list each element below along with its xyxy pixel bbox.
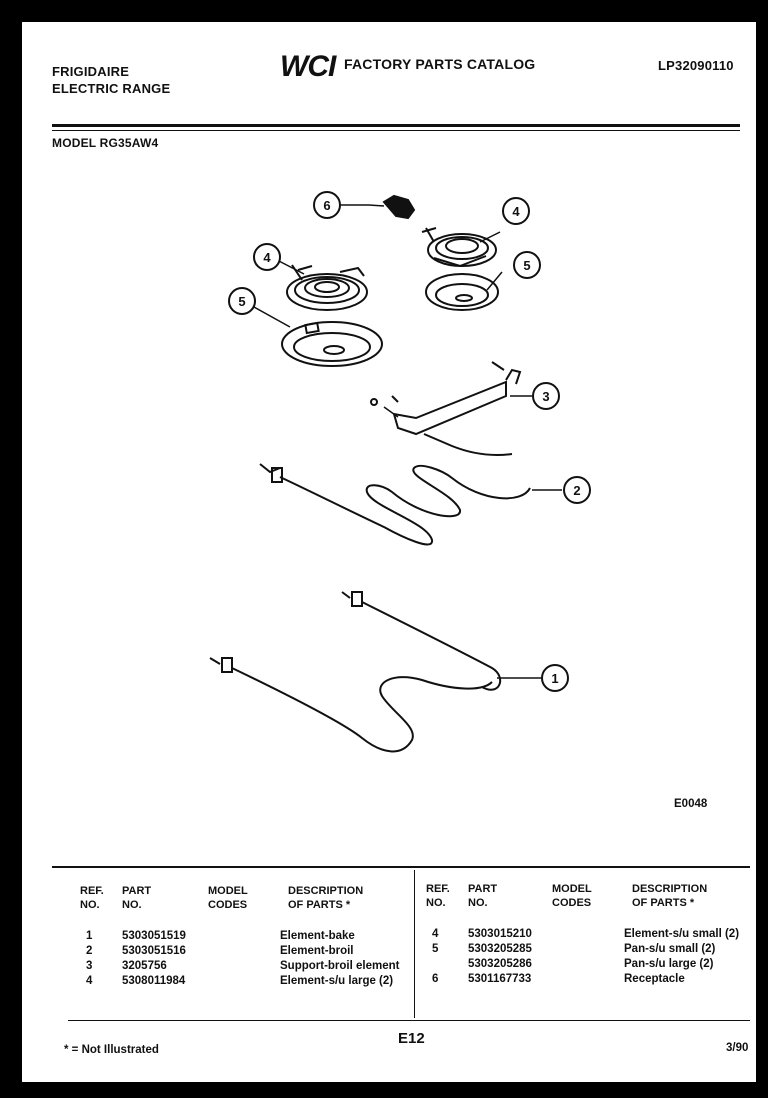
row-part: 5303051519 [122, 930, 186, 942]
row-desc: Support-broil element [280, 960, 400, 972]
callout-4-left: 4 [263, 250, 271, 265]
page-number: E12 [398, 1030, 425, 1047]
surface-element-small [421, 227, 497, 268]
row-ref: 3 [86, 960, 93, 972]
bake-element [209, 591, 502, 753]
row-part: 5303051516 [122, 945, 186, 957]
callout-5-left: 5 [238, 294, 245, 309]
model-label: MODEL RG35AW4 [52, 136, 159, 150]
header-part-no-right: PART NO. [468, 883, 498, 909]
callout-3: 3 [542, 389, 549, 404]
row-ref: 1 [86, 930, 93, 942]
leader-lines [253, 204, 562, 679]
callout-4-right: 4 [512, 204, 520, 219]
row-desc: Pan-s/u large (2) [624, 958, 714, 970]
row-desc: Element-s/u small (2) [624, 928, 740, 940]
brand-name: FRIGIDAIRE [52, 64, 130, 79]
surface-element-large [286, 264, 368, 311]
footnote: * = Not Illustrated [64, 1044, 159, 1056]
row-desc: Element-bake [280, 930, 355, 942]
header-description: DESCRIPTION OF PARTS * [288, 885, 364, 911]
row-desc: Pan-s/u small (2) [624, 943, 716, 955]
header-ref-no-right: REF. NO. [426, 883, 450, 909]
header-model-codes-right: MODEL CODES [552, 883, 592, 909]
exploded-parts-diagram: 6 4 5 4 5 3 2 1 [209, 191, 591, 753]
callout-circles [228, 191, 591, 692]
callout-1: 1 [551, 671, 558, 686]
catalog-title: FACTORY PARTS CATALOG [344, 56, 536, 72]
broil-element [259, 463, 531, 546]
row-ref: 2 [86, 945, 93, 957]
callout-6: 6 [323, 198, 330, 213]
callout-5-right: 5 [523, 258, 530, 273]
row-ref: 4 [86, 975, 93, 987]
table-top-rule [52, 866, 750, 868]
catalog-page: FRIGIDAIRE ELECTRIC RANGE WCI FACTORY PA… [22, 22, 756, 1082]
table-divider [414, 870, 415, 1018]
drip-pan-small [425, 273, 499, 311]
row-part: 5301167733 [468, 973, 532, 985]
row-part: 5308011984 [122, 975, 186, 987]
row-ref: 4 [432, 928, 439, 940]
callout-2: 2 [573, 483, 580, 498]
header-part-no: PART NO. [122, 885, 152, 911]
drip-pan-large [281, 321, 383, 367]
header-rule-thin [52, 130, 740, 131]
callout-numbers: 6 4 5 4 5 3 2 1 [238, 198, 580, 686]
header-ref-no: REF. NO. [80, 885, 104, 911]
diagram-code: E0048 [674, 798, 708, 810]
row-desc: Element-s/u large (2) [280, 975, 394, 987]
header-description-right: DESCRIPTION OF PARTS * [632, 883, 708, 909]
header-model-codes: MODEL CODES [208, 885, 248, 911]
product-type: ELECTRIC RANGE [52, 81, 171, 96]
catalog-number: LP32090110 [658, 58, 734, 73]
footer-rule [68, 1020, 750, 1021]
row-ref: 5 [432, 943, 439, 955]
row-part: 5303015210 [468, 928, 532, 940]
row-part: 5303205286 [468, 958, 532, 970]
receptacle-part [368, 194, 416, 220]
wci-logo: WCI [280, 50, 336, 83]
row-ref: 6 [432, 973, 439, 985]
row-desc: Element-broil [280, 945, 354, 957]
header-rule [52, 124, 740, 127]
broil-support-bracket [370, 361, 522, 456]
revision-date: 3/90 [726, 1042, 749, 1054]
row-part: 3205756 [122, 960, 167, 972]
row-desc: Receptacle [624, 973, 685, 985]
row-part: 5303205285 [468, 943, 532, 955]
